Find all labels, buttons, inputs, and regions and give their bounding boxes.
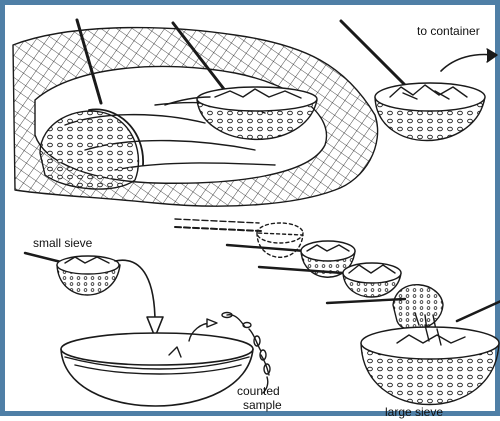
label-sample: sample <box>243 399 282 412</box>
label-to-container: to container <box>417 25 480 38</box>
small-sieve <box>25 253 120 295</box>
arrow-to-container <box>441 49 497 71</box>
faded-sieve-1 <box>175 219 303 257</box>
label-counted: counted <box>237 385 280 398</box>
sieving-process-diagram <box>5 5 500 421</box>
water-bowl <box>61 333 253 406</box>
label-small-sieve: small sieve <box>33 237 92 250</box>
arrow-to-bowl <box>115 260 163 337</box>
label-large-sieve: large sieve <box>385 406 443 419</box>
